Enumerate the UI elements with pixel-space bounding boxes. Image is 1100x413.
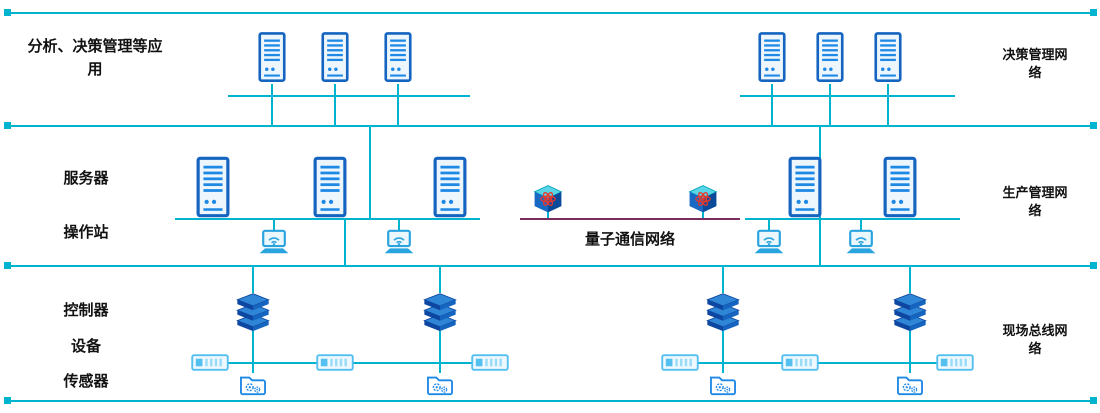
connector-line [369, 127, 371, 218]
connector-line [398, 220, 400, 230]
tier2-server-label: 服务器 [63, 170, 109, 187]
wireless-laptop-icon [751, 229, 787, 256]
connector-line [768, 220, 770, 230]
io-module-icon [661, 354, 699, 371]
connector-line [771, 97, 773, 125]
quantum-network-label: 量子通信网络 [584, 231, 675, 248]
io-module-icon [191, 354, 229, 371]
server-tower-icon [313, 156, 347, 218]
folder-gear-icon [239, 372, 267, 397]
controller-stack-icon [232, 292, 274, 332]
decision-bus-line [740, 95, 955, 97]
quantum-switch-icon [685, 182, 721, 216]
connector-line [397, 97, 399, 125]
tier1-right-label: 决策管理网络 [1002, 47, 1068, 81]
controller-stack-icon [889, 292, 931, 332]
folder-gear-icon [426, 372, 454, 397]
connector-line [722, 331, 724, 362]
connector-line [334, 97, 336, 125]
connector-line [771, 84, 773, 95]
connector-line [909, 267, 911, 293]
server-tower-icon [196, 156, 230, 218]
tier3-controller-label: 控制器 [63, 302, 109, 319]
production-bus-line [745, 218, 960, 220]
connector-line [344, 220, 346, 265]
io-module-icon [316, 354, 354, 371]
connector-line [887, 97, 889, 125]
wireless-laptop-icon [843, 229, 879, 256]
controller-stack-icon [419, 292, 461, 332]
line-endpoint [1090, 262, 1097, 269]
connector-line [887, 84, 889, 95]
controller-stack-icon [702, 292, 744, 332]
production-bus-line [175, 218, 480, 220]
connector-line [273, 220, 275, 230]
line-endpoint [1090, 122, 1097, 129]
connector-line [439, 331, 441, 362]
server-tower-icon [758, 30, 786, 84]
connector-line [829, 84, 831, 95]
server-tower-icon [816, 30, 844, 84]
connector-line [271, 97, 273, 125]
server-tower-icon [321, 30, 349, 84]
decision-network-top-line [8, 12, 1092, 14]
io-module-icon [471, 354, 509, 371]
connector-line [439, 267, 441, 293]
tier3-sensor-label: 传感器 [63, 373, 109, 390]
connector-line [547, 212, 549, 218]
connector-line [819, 220, 821, 265]
connector-line [909, 364, 911, 373]
production-field-boundary-line [8, 265, 1092, 267]
line-endpoint [4, 122, 11, 129]
io-module-icon [936, 354, 974, 371]
decision-bus-line [228, 95, 470, 97]
line-endpoint [4, 397, 11, 404]
decision-production-boundary-line [8, 125, 1092, 127]
connector-line [252, 331, 254, 362]
connector-line [829, 97, 831, 125]
server-tower-icon [788, 156, 822, 218]
quantum-link-line [520, 218, 740, 220]
wireless-laptop-icon [256, 229, 292, 256]
line-endpoint [4, 262, 11, 269]
folder-gear-icon [896, 372, 924, 397]
field-network-bottom-line [8, 400, 1092, 402]
server-tower-icon [384, 30, 412, 84]
tier3-right-label: 现场总线网络 [1002, 323, 1068, 357]
connector-line [909, 331, 911, 362]
connector-line [334, 84, 336, 95]
server-tower-icon [883, 156, 917, 218]
io-module-icon [781, 354, 819, 371]
connector-line [702, 212, 704, 218]
quantum-switch-icon [530, 182, 566, 216]
connector-line [397, 84, 399, 95]
connector-line [439, 364, 441, 373]
connector-line [860, 220, 862, 230]
server-tower-icon [433, 156, 467, 218]
server-tower-icon [258, 30, 286, 84]
connector-line [271, 84, 273, 95]
connector-line [252, 364, 254, 373]
server-tower-icon [874, 30, 902, 84]
line-endpoint [4, 9, 11, 16]
line-endpoint [1090, 397, 1097, 404]
tier2-workstation-label: 操作站 [63, 224, 109, 241]
tier2-right-label: 生产管理网络 [1002, 185, 1068, 219]
tier1-left-label: 分析、决策管理等应用 [27, 38, 163, 78]
connector-line [252, 267, 254, 293]
folder-gear-icon [709, 372, 737, 397]
connector-line [722, 364, 724, 373]
connector-line [722, 267, 724, 293]
wireless-laptop-icon [381, 229, 417, 256]
tier3-device-label: 设备 [70, 338, 101, 355]
line-endpoint [1090, 9, 1097, 16]
